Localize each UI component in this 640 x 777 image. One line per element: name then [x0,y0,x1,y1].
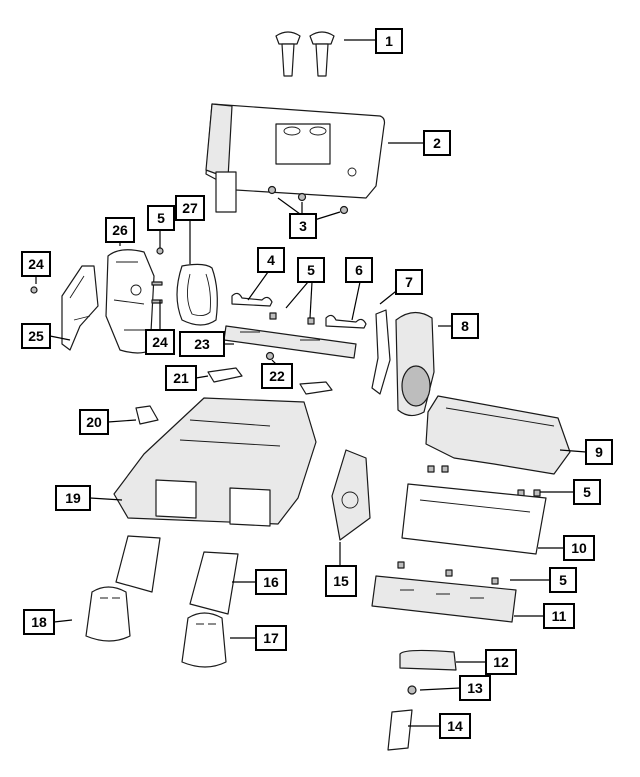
callout-24-middle: 24 [145,329,175,355]
callout-1: 1 [375,28,403,54]
clip-20 [135,405,159,425]
nuts [267,185,349,215]
callout-18: 18 [23,609,55,635]
svg-text:23: 23 [194,336,210,352]
pad-21 [207,367,243,383]
svg-text:19: 19 [65,490,81,506]
callout-17: 17 [255,625,287,651]
svg-text:25: 25 [28,328,44,344]
svg-text:7: 7 [405,274,413,290]
callout-22: 22 [261,363,293,389]
svg-text:9: 9 [595,444,603,460]
svg-text:11: 11 [552,608,567,624]
bracket-4 [231,292,273,307]
svg-text:14: 14 [447,718,463,734]
callout-15: 15 [325,565,357,597]
cover-12 [399,649,457,671]
callout-20: 20 [79,409,109,435]
svg-text:27: 27 [182,200,198,216]
svg-text:5: 5 [307,262,315,278]
svg-text:5: 5 [157,210,165,226]
svg-text:3: 3 [299,218,307,234]
callout-21: 21 [165,365,197,391]
callout-14: 14 [439,713,471,739]
nut-13 [407,685,417,695]
svg-text:1: 1 [385,33,393,49]
callout-13: 13 [459,675,491,701]
callout-19: 19 [55,485,91,511]
callout-6: 6 [345,257,373,283]
svg-text:12: 12 [493,654,509,670]
callout-16: 16 [255,569,287,595]
svg-text:18: 18 [31,614,47,630]
callout-24-left: 24 [21,251,51,277]
heater-mat-18 [85,586,131,642]
callout-26: 26 [105,217,135,243]
callout-5-right: 5 [573,479,601,505]
screws-right [427,465,541,497]
side-shield [105,249,155,354]
hinge-bracket [371,309,391,395]
clip-left [30,286,38,294]
svg-text:17: 17 [263,630,279,646]
callout-3: 3 [289,213,317,239]
side-panel-15 [331,449,371,541]
latch-rail [223,325,357,359]
callout-8: 8 [451,313,479,339]
side-cover [395,311,435,417]
seat-cushion-frame [113,397,317,527]
svg-text:5: 5 [559,572,567,588]
heater-mat-17 [181,612,227,668]
svg-text:8: 8 [461,318,469,334]
svg-text:5: 5 [583,484,591,500]
rear-cushion [425,395,571,475]
svg-text:21: 21 [173,370,189,386]
headrest-guides [275,31,335,77]
callout-23: 23 [179,331,225,357]
svg-text:10: 10 [571,540,587,556]
callout-11: 11 [543,603,575,629]
callout-27: 27 [175,195,205,221]
pad-16 [115,535,239,615]
svg-text:24: 24 [28,256,44,272]
screws-bottom [397,561,499,585]
strap [176,263,218,326]
seat-back-frame [205,103,386,213]
callout-7: 7 [395,269,423,295]
svg-text:6: 6 [355,262,363,278]
svg-text:22: 22 [269,368,285,384]
svg-text:26: 26 [112,222,128,238]
svg-text:15: 15 [333,573,349,589]
callout-10: 10 [563,535,595,561]
svg-text:2: 2 [433,135,441,151]
callout-9: 9 [585,439,613,465]
svg-text:16: 16 [263,574,279,590]
svg-text:20: 20 [86,414,102,430]
callout-5-top-left: 5 [147,205,175,231]
block-14 [387,709,413,751]
pad-22 [265,351,333,395]
callout-5-top-middle: 5 [297,257,325,283]
svg-text:13: 13 [467,680,483,696]
callout-12: 12 [485,649,517,675]
callout-25: 25 [21,323,51,349]
svg-text:4: 4 [267,252,275,268]
tray [401,483,547,555]
left-trim-bracket [61,265,99,351]
callout-2: 2 [423,130,451,156]
bracket-6 [325,314,367,329]
bar-panel [371,575,517,623]
svg-text:24: 24 [152,334,168,350]
callout-4: 4 [257,247,285,273]
screws-5 [269,312,315,325]
callout-5-bottom: 5 [549,567,577,593]
